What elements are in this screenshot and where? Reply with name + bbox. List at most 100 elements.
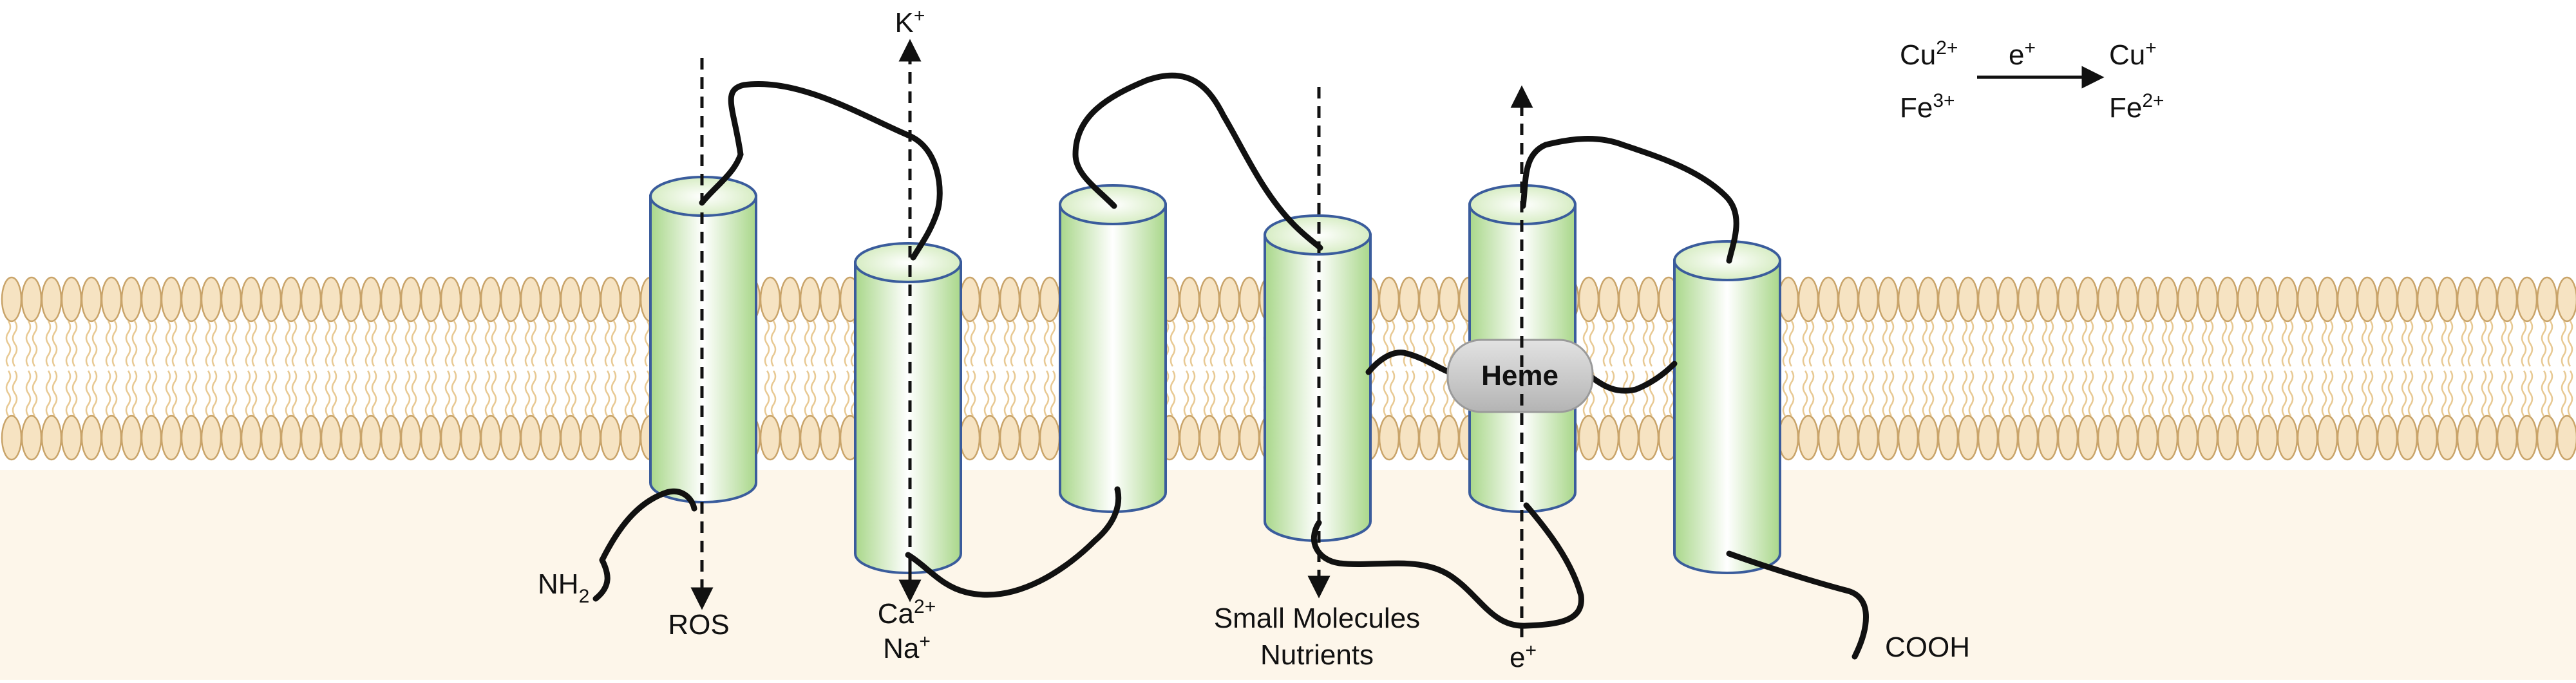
lipid-tail <box>211 370 218 416</box>
lipid-head <box>1817 276 1839 323</box>
lipid-head <box>1398 276 1420 323</box>
lipid-tail <box>111 370 118 416</box>
lipid-tail <box>604 321 611 367</box>
labels: K+ ROS Ca2+ Na+ NH2 Small Molecules Nutr… <box>538 5 2164 673</box>
lipid-tail <box>1243 321 1249 367</box>
lipid-tail <box>2467 321 2474 367</box>
small-molecules-label: Small Molecules <box>1214 603 1420 634</box>
lipid-tail <box>2327 321 2334 367</box>
lipid-tail <box>2441 370 2447 416</box>
lipid-tail <box>1948 370 1955 416</box>
lipid-tail <box>770 370 777 416</box>
lipid-tail <box>2181 370 2188 416</box>
lipid-tail <box>1030 370 1036 416</box>
lipid-tail <box>2168 370 2174 416</box>
lipid-tail <box>71 370 78 416</box>
lipid-tail <box>824 370 830 416</box>
lipid-head <box>2476 415 2498 461</box>
lipid-tail <box>2228 370 2234 416</box>
lipid-tail <box>111 321 118 367</box>
lipid-head <box>1238 276 1260 323</box>
lipid-tail <box>365 321 371 367</box>
lipid-tail <box>2507 370 2514 416</box>
transport-arrows <box>690 39 2105 637</box>
lipid-tail <box>185 370 191 416</box>
lipid-tail <box>571 321 577 367</box>
lipid-tail <box>151 370 158 416</box>
lipid-tail <box>1423 370 1429 416</box>
lipid-tail <box>1788 321 1795 367</box>
nutrients-label: Nutrients <box>1260 639 1374 671</box>
lipid-tail <box>2081 370 2088 416</box>
lipid-tail <box>1642 321 1649 367</box>
lipid-head <box>2356 415 2378 461</box>
lipid-head <box>220 415 242 461</box>
lipid-head <box>2496 415 2518 461</box>
lipid-tail <box>411 370 417 416</box>
lipid-head <box>160 415 182 461</box>
lipid-tail <box>271 370 278 416</box>
lipid-tail <box>531 370 537 416</box>
lipid-tail <box>2148 370 2154 416</box>
lipid-head <box>1418 415 1440 461</box>
lipid-tail <box>2547 321 2553 367</box>
lipid-tail <box>404 370 411 416</box>
lipid-tail <box>185 321 191 367</box>
lipid-tail <box>2068 321 2074 367</box>
lipid-tail <box>2567 321 2573 367</box>
lipid-tail <box>2068 370 2074 416</box>
lipid-tail <box>1203 321 1209 367</box>
lipid-head <box>560 276 582 323</box>
lipid-tail <box>1010 370 1016 416</box>
lipid-head <box>1179 276 1200 323</box>
lipid-tail <box>331 370 337 416</box>
lipid-head <box>1897 276 1919 323</box>
lipid-head <box>1837 276 1859 323</box>
lipid-head <box>799 276 821 323</box>
lipid-head <box>41 276 62 323</box>
lipid-head <box>1797 415 1819 461</box>
lipid-tail <box>810 370 817 416</box>
lipid-tail <box>1010 321 1016 367</box>
lipid-tail <box>1908 321 1915 367</box>
lipid-head <box>1438 415 1460 461</box>
lipid-tail <box>1962 321 1968 367</box>
lipid-tail <box>770 321 777 367</box>
lipid-tail <box>1808 321 1815 367</box>
lipid-tail <box>471 370 477 416</box>
lipid-tail <box>391 321 397 367</box>
lipid-tail <box>1609 321 1615 367</box>
lipid-tail <box>2048 321 2054 367</box>
loop-h4-h5 <box>1311 502 1584 629</box>
lipid-tail <box>1902 321 1908 367</box>
lipid-head <box>759 415 781 461</box>
lipid-tail <box>32 370 38 416</box>
lipid-head <box>280 276 302 323</box>
lipid-head <box>2277 276 2298 323</box>
lipid-tail <box>2307 370 2314 416</box>
lipid-tail <box>351 370 357 416</box>
lipid-tail <box>804 321 810 367</box>
lipid-tail <box>2221 321 2228 367</box>
lipid-head <box>2197 415 2219 461</box>
lipid-tail <box>2022 370 2028 416</box>
lipid-head <box>2376 415 2398 461</box>
lipid-head <box>2257 415 2278 461</box>
lipid-head <box>2217 276 2239 323</box>
lipid-head <box>2117 415 2139 461</box>
lipid-tail <box>2441 321 2447 367</box>
lipid-head <box>2277 415 2298 461</box>
lipid-tail <box>1942 370 1948 416</box>
lipid-tail <box>1782 321 1788 367</box>
helix-2 <box>854 242 962 574</box>
lipid-tail <box>1229 321 1236 367</box>
lipid-tail <box>32 321 38 367</box>
lipid-tail <box>1888 321 1895 367</box>
lipid-head <box>21 276 43 323</box>
lipid-tail <box>1868 321 1875 367</box>
lipid-tail <box>305 321 311 367</box>
lipid-head <box>1638 415 1660 461</box>
lipid-head <box>819 276 841 323</box>
lipid-tail <box>1848 321 1855 367</box>
